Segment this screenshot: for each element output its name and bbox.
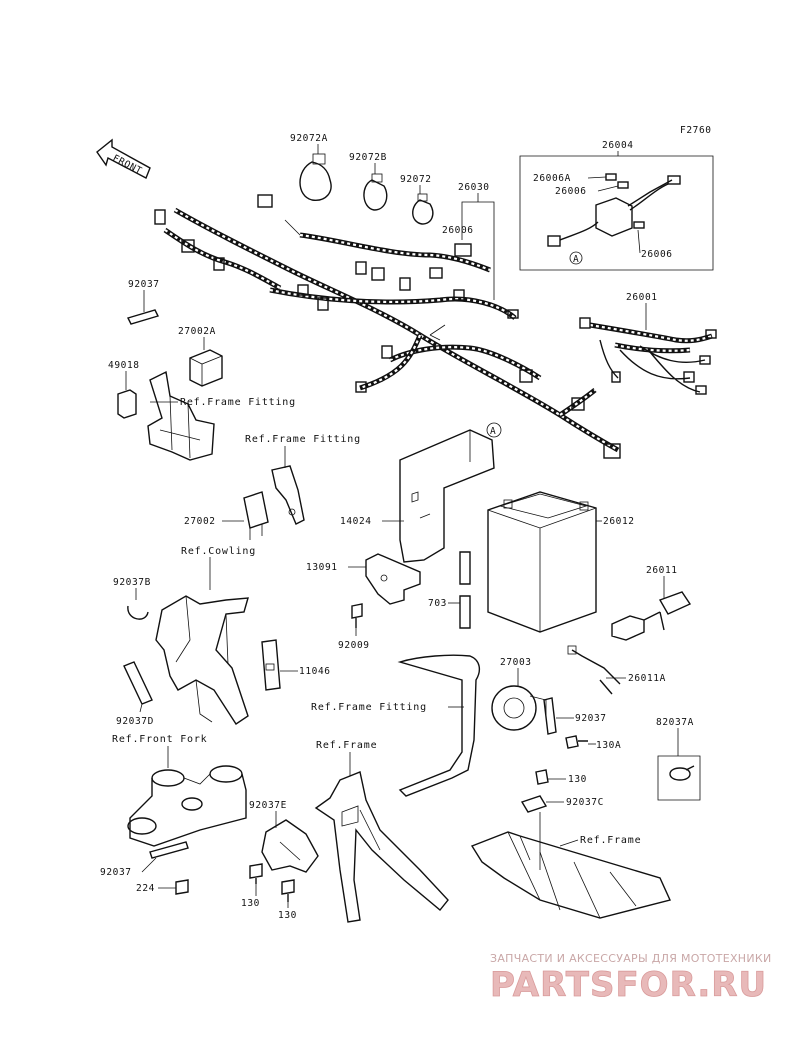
- battery-26012-icon: [487, 491, 597, 633]
- part-label-26004: 26004: [602, 140, 634, 151]
- part-label-26030: 26030: [458, 182, 490, 193]
- part-label-92037-top: 92037: [128, 279, 160, 290]
- part-label-27002A: 27002A: [178, 326, 216, 337]
- bolt-224-icon: [175, 879, 189, 895]
- figure-code: F2760: [680, 125, 712, 136]
- part-label-26006-bottom: 26006: [641, 249, 673, 260]
- clamp-92037C-icon: [520, 795, 548, 813]
- ref-frame-fitting-1: Ref.Frame Fitting: [180, 397, 296, 408]
- part-label-26006-harness: 26006: [442, 225, 474, 236]
- part-label-11046: 11046: [299, 666, 331, 677]
- clamp-92072B-icon: [363, 173, 388, 211]
- part-label-82037A: 82037A: [656, 717, 694, 728]
- subassembly-26004-box: A: [519, 155, 714, 271]
- ref-cowling: Ref.Cowling: [181, 546, 256, 557]
- horn-relay-27002-icon: [243, 491, 269, 540]
- part-label-92037-bottom: 92037: [100, 867, 132, 878]
- part-label-92037B: 92037B: [113, 577, 151, 588]
- bolt-92009-icon: [351, 603, 363, 628]
- cable-26011A-icon: [567, 645, 621, 695]
- part-box-82037A: [657, 755, 701, 801]
- horn-bracket-frame-fitting-icon: [397, 654, 481, 797]
- part-label-92037E: 92037E: [249, 800, 287, 811]
- tube-703-icon: [459, 551, 471, 629]
- bracket-13091-icon: [365, 553, 421, 605]
- battery-holder-14024-icon: [399, 429, 495, 563]
- watermark-tagline: ЗАПЧАСТИ И АКСЕССУАРЫ ДЛЯ МОТОТЕХНИКИ: [490, 952, 772, 965]
- fuse-49018-icon: [117, 389, 137, 419]
- band-92037-mid-icon: [543, 697, 557, 735]
- part-label-26006A: 26006A: [533, 173, 571, 184]
- part-label-130-left: 130: [241, 898, 260, 909]
- part-label-49018: 49018: [108, 360, 140, 371]
- part-label-224: 224: [136, 883, 155, 894]
- rear-frame-icon: [470, 831, 671, 919]
- watermark-brand: PARTSFOR.RU: [490, 965, 767, 1005]
- part-label-26012: 26012: [603, 516, 635, 527]
- relay-27002A-icon: [189, 349, 223, 387]
- ref-frame-fitting-3: Ref.Frame Fitting: [311, 702, 427, 713]
- front-label: FRONT: [111, 153, 144, 177]
- part-label-92072B: 92072B: [349, 152, 387, 163]
- part-label-26006-top: 26006: [555, 186, 587, 197]
- cover-11046-icon: [261, 639, 281, 691]
- callout-A-box: A: [573, 254, 579, 265]
- clamp-92072A-icon: [299, 153, 332, 201]
- part-label-92009: 92009: [338, 640, 370, 651]
- part-label-27003: 27003: [500, 657, 532, 668]
- bracket-27002-icon: [271, 465, 305, 525]
- front-fork-clamp-icon: [127, 765, 247, 859]
- part-label-92037C: 92037C: [566, 797, 604, 808]
- cowling-bracket-icon: [155, 595, 249, 725]
- part-label-26011: 26011: [646, 565, 678, 576]
- part-label-26001: 26001: [626, 292, 658, 303]
- ref-front-fork: Ref.Front Fork: [112, 734, 208, 745]
- part-label-92037-mid: 92037: [575, 713, 607, 724]
- bolt-130-left-icon: [249, 863, 263, 884]
- horn-27003-icon: [491, 685, 547, 731]
- cable-26011-icon: [611, 591, 692, 641]
- part-label-130-mid: 130: [568, 774, 587, 785]
- front-arrow-icon: FRONT: [96, 138, 151, 179]
- bracket-frame-fitting-icon: [147, 370, 215, 461]
- sub-harness-26001-icon: [579, 317, 717, 395]
- main-wiring-harness-icon: [154, 194, 621, 459]
- part-label-703: 703: [428, 598, 447, 609]
- part-label-92072A: 92072A: [290, 133, 328, 144]
- bolt-130-right-icon: [281, 879, 295, 902]
- bolt-130-mid-icon: [535, 769, 549, 785]
- part-label-92037D: 92037D: [116, 716, 154, 727]
- ref-frame-2: Ref.Frame: [580, 835, 641, 846]
- part-label-27002: 27002: [184, 516, 216, 527]
- part-label-92072: 92072: [400, 174, 432, 185]
- part-label-26011A: 26011A: [628, 673, 666, 684]
- clamp-92072-icon: [412, 193, 434, 225]
- ref-frame-1: Ref.Frame: [316, 740, 377, 751]
- part-label-130A: 130A: [596, 740, 621, 751]
- clamp-92037B-icon: [127, 605, 149, 620]
- band-92037-icon: [127, 309, 159, 325]
- part-label-14024: 14024: [340, 516, 372, 527]
- main-frame-icon: [314, 771, 449, 923]
- part-label-13091: 13091: [306, 562, 338, 573]
- bolt-130A-icon: [565, 735, 588, 749]
- ref-frame-fitting-2: Ref.Frame Fitting: [245, 434, 361, 445]
- part-label-130-right: 130: [278, 910, 297, 921]
- cover-92037E-icon: [261, 819, 319, 873]
- band-92037D-icon: [123, 661, 153, 705]
- callout-A-top: A: [490, 426, 496, 437]
- clamp-82037A-icon: [669, 765, 695, 781]
